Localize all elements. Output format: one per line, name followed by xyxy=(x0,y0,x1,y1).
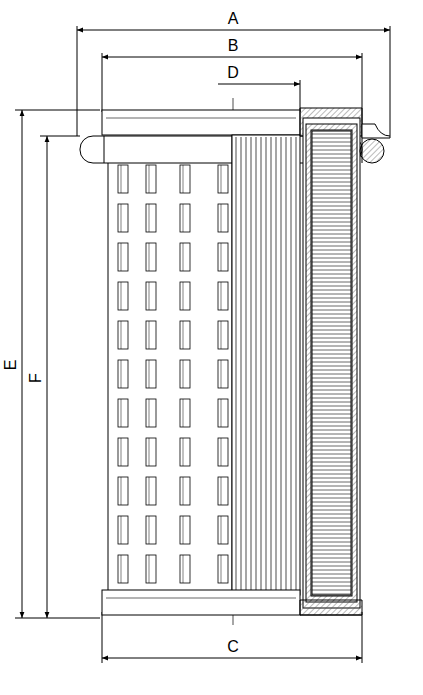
dimension-label: F xyxy=(28,371,44,385)
dimension-label: E xyxy=(3,358,19,373)
dimension-lines xyxy=(15,26,390,663)
dimension-label: B xyxy=(226,38,241,54)
dimension-label: A xyxy=(226,11,241,27)
dimension-label: D xyxy=(225,65,241,81)
filter-body xyxy=(80,108,390,615)
dimension-label: C xyxy=(225,639,241,655)
